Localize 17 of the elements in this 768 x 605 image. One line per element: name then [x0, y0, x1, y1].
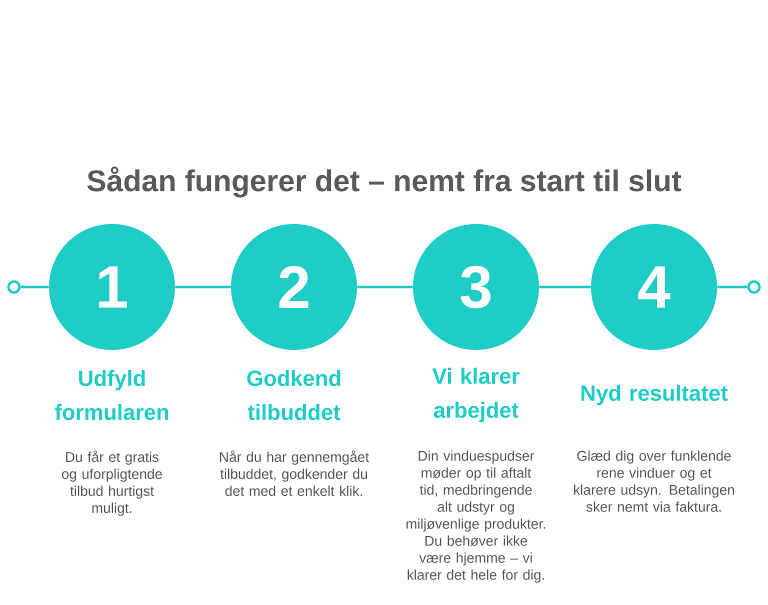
step-heading: Nyd resultatet — [582, 384, 728, 406]
end-point — [747, 280, 761, 294]
title: Sådan fungerer det – nemt fra start til slut — [87, 166, 682, 198]
end-point — [7, 280, 21, 294]
connector-line — [539, 286, 591, 288]
step-heading: Vi klarer arbejdet — [432, 368, 520, 422]
connector-line — [175, 286, 231, 288]
connector-line — [717, 286, 748, 288]
step-description: Når du har gennemgået tilbuddet, godkender du det med et enkelt klik. — [220, 450, 369, 496]
step-description: Din vinduespudser møder op til aftalt tid, medbringende alt udstyr og miljøvenlige produkter. — [406, 450, 546, 532]
connector-line — [20, 286, 49, 288]
step-heading: Godkend tilbuddet — [247, 370, 340, 420]
step-heading: Udfyld formularen — [54, 370, 168, 420]
step-description: Du behøver ikke være hjemme – vi klarer det hele for dig. — [408, 536, 544, 583]
step-description: Glæd dig over funklende rene vinduer og et klarere udsyn. Betalingen sker nemt via faktura. — [574, 450, 734, 512]
connector-line — [357, 286, 413, 288]
step-description: Du får et gratis og uforpligtende tilbud hurtigst muligt. — [62, 450, 162, 516]
